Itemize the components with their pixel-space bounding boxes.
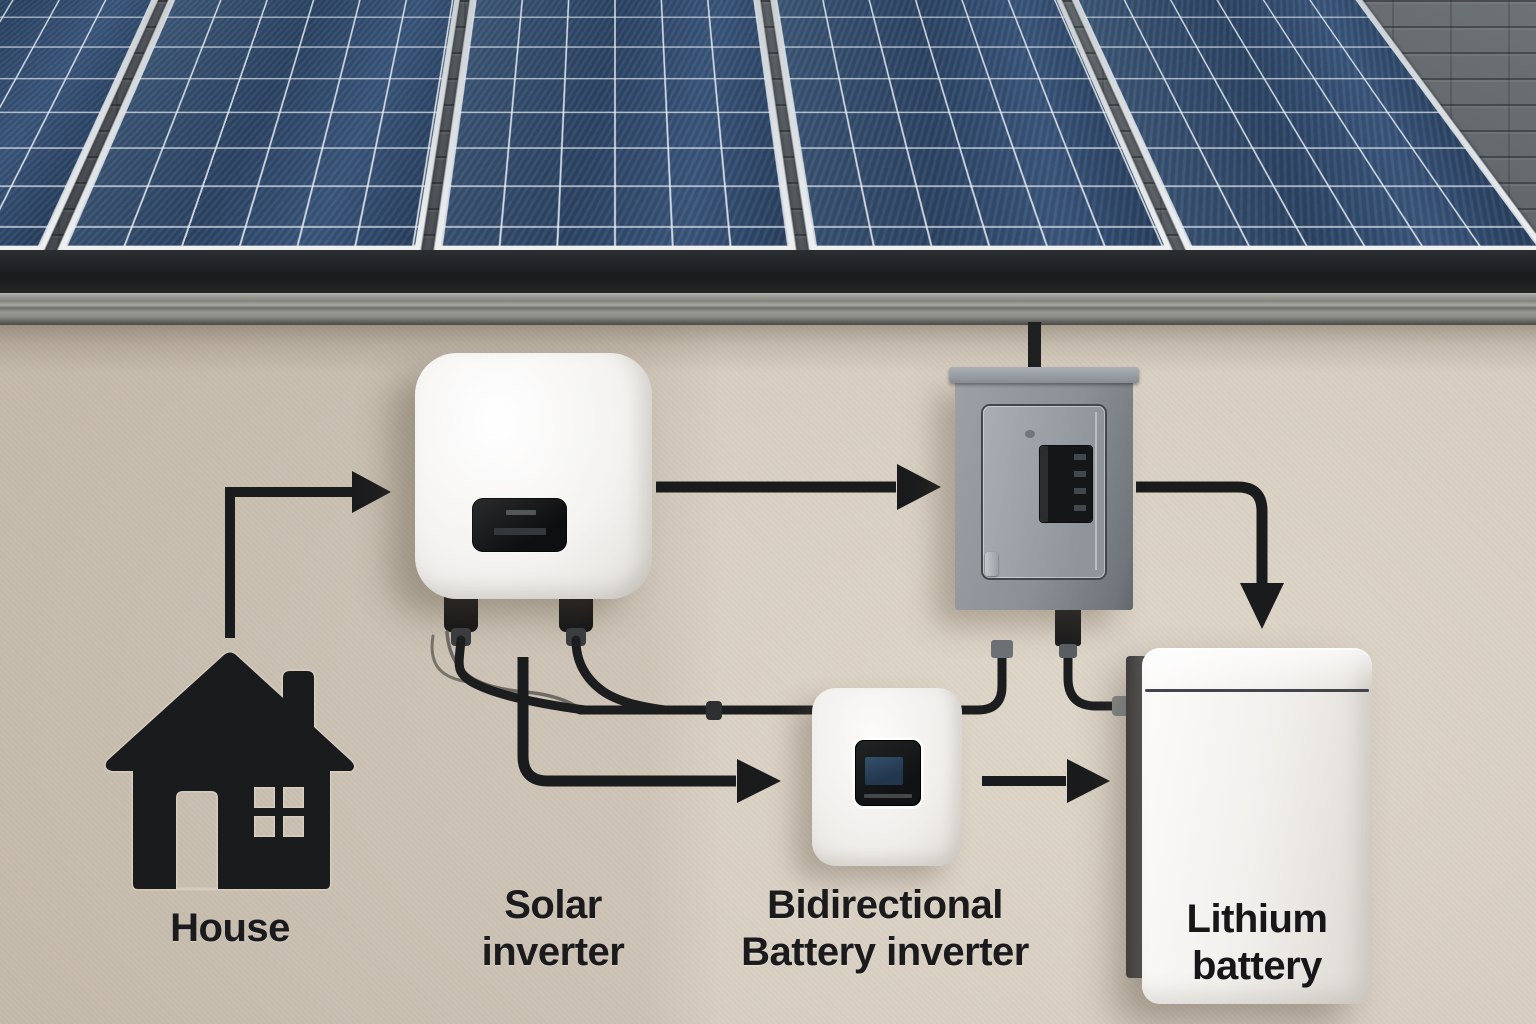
breaker-junction-box <box>1055 598 1081 646</box>
cable-coupling <box>706 701 722 720</box>
battery-lid-seam <box>1145 689 1369 692</box>
roof-eave-shadow <box>0 250 1536 294</box>
arrow-breaker-to-battery <box>1136 481 1268 584</box>
display-screen <box>865 757 903 785</box>
solar-inverter <box>415 353 652 599</box>
arrow-inverter-to-bidi <box>517 657 736 787</box>
breaker-gland-right <box>1059 644 1077 658</box>
display-text-line <box>494 528 546 535</box>
arrow-house-to-inverter <box>225 487 352 638</box>
arrowhead <box>897 464 941 510</box>
breaker-panel-door <box>983 406 1105 578</box>
arrowhead <box>737 759 781 803</box>
breaker-panel-cap <box>949 367 1139 383</box>
display-text-line <box>506 510 536 515</box>
inverter-display <box>472 498 567 552</box>
battery-lid <box>1142 648 1372 689</box>
roof <box>0 0 1536 325</box>
thin-wire <box>445 630 578 708</box>
label-line: Solar <box>504 883 602 927</box>
arrowhead <box>1240 583 1284 629</box>
battery-inverter <box>812 688 962 866</box>
battery-inverter-label: Bidirectional Battery inverter <box>705 882 1065 976</box>
display-text-line <box>864 794 912 798</box>
roof-conduit <box>1028 322 1041 380</box>
cable-run-to-breaker <box>575 643 1007 715</box>
cable-breaker-to-battery <box>1063 647 1133 711</box>
solar-inverter-label: Solar inverter <box>413 882 693 976</box>
label-line: inverter <box>481 930 625 974</box>
label-line: battery <box>1192 944 1322 988</box>
breaker-hinge <box>1095 412 1097 570</box>
label-line: Lithium <box>1186 897 1328 941</box>
lithium-battery-label: Lithium battery <box>1142 896 1372 990</box>
gutter <box>0 293 1536 325</box>
pv-cable-left <box>454 635 590 715</box>
thin-wire <box>430 634 470 684</box>
house-icon <box>104 651 356 891</box>
screw <box>1025 430 1035 438</box>
breaker-panel <box>949 367 1139 610</box>
breaker-gland-left <box>991 640 1013 658</box>
battery-inverter-display <box>855 740 921 806</box>
arrowhead <box>352 471 391 513</box>
pv-cable-right <box>571 635 670 715</box>
label-line: Battery inverter <box>741 930 1029 974</box>
label-line: Bidirectional <box>767 883 1003 927</box>
lithium-battery: Lithium battery <box>1142 648 1372 1004</box>
arrowhead <box>1067 759 1110 803</box>
breaker-window <box>1040 446 1092 522</box>
house-label: House <box>170 906 290 950</box>
breaker-latch <box>985 552 998 576</box>
